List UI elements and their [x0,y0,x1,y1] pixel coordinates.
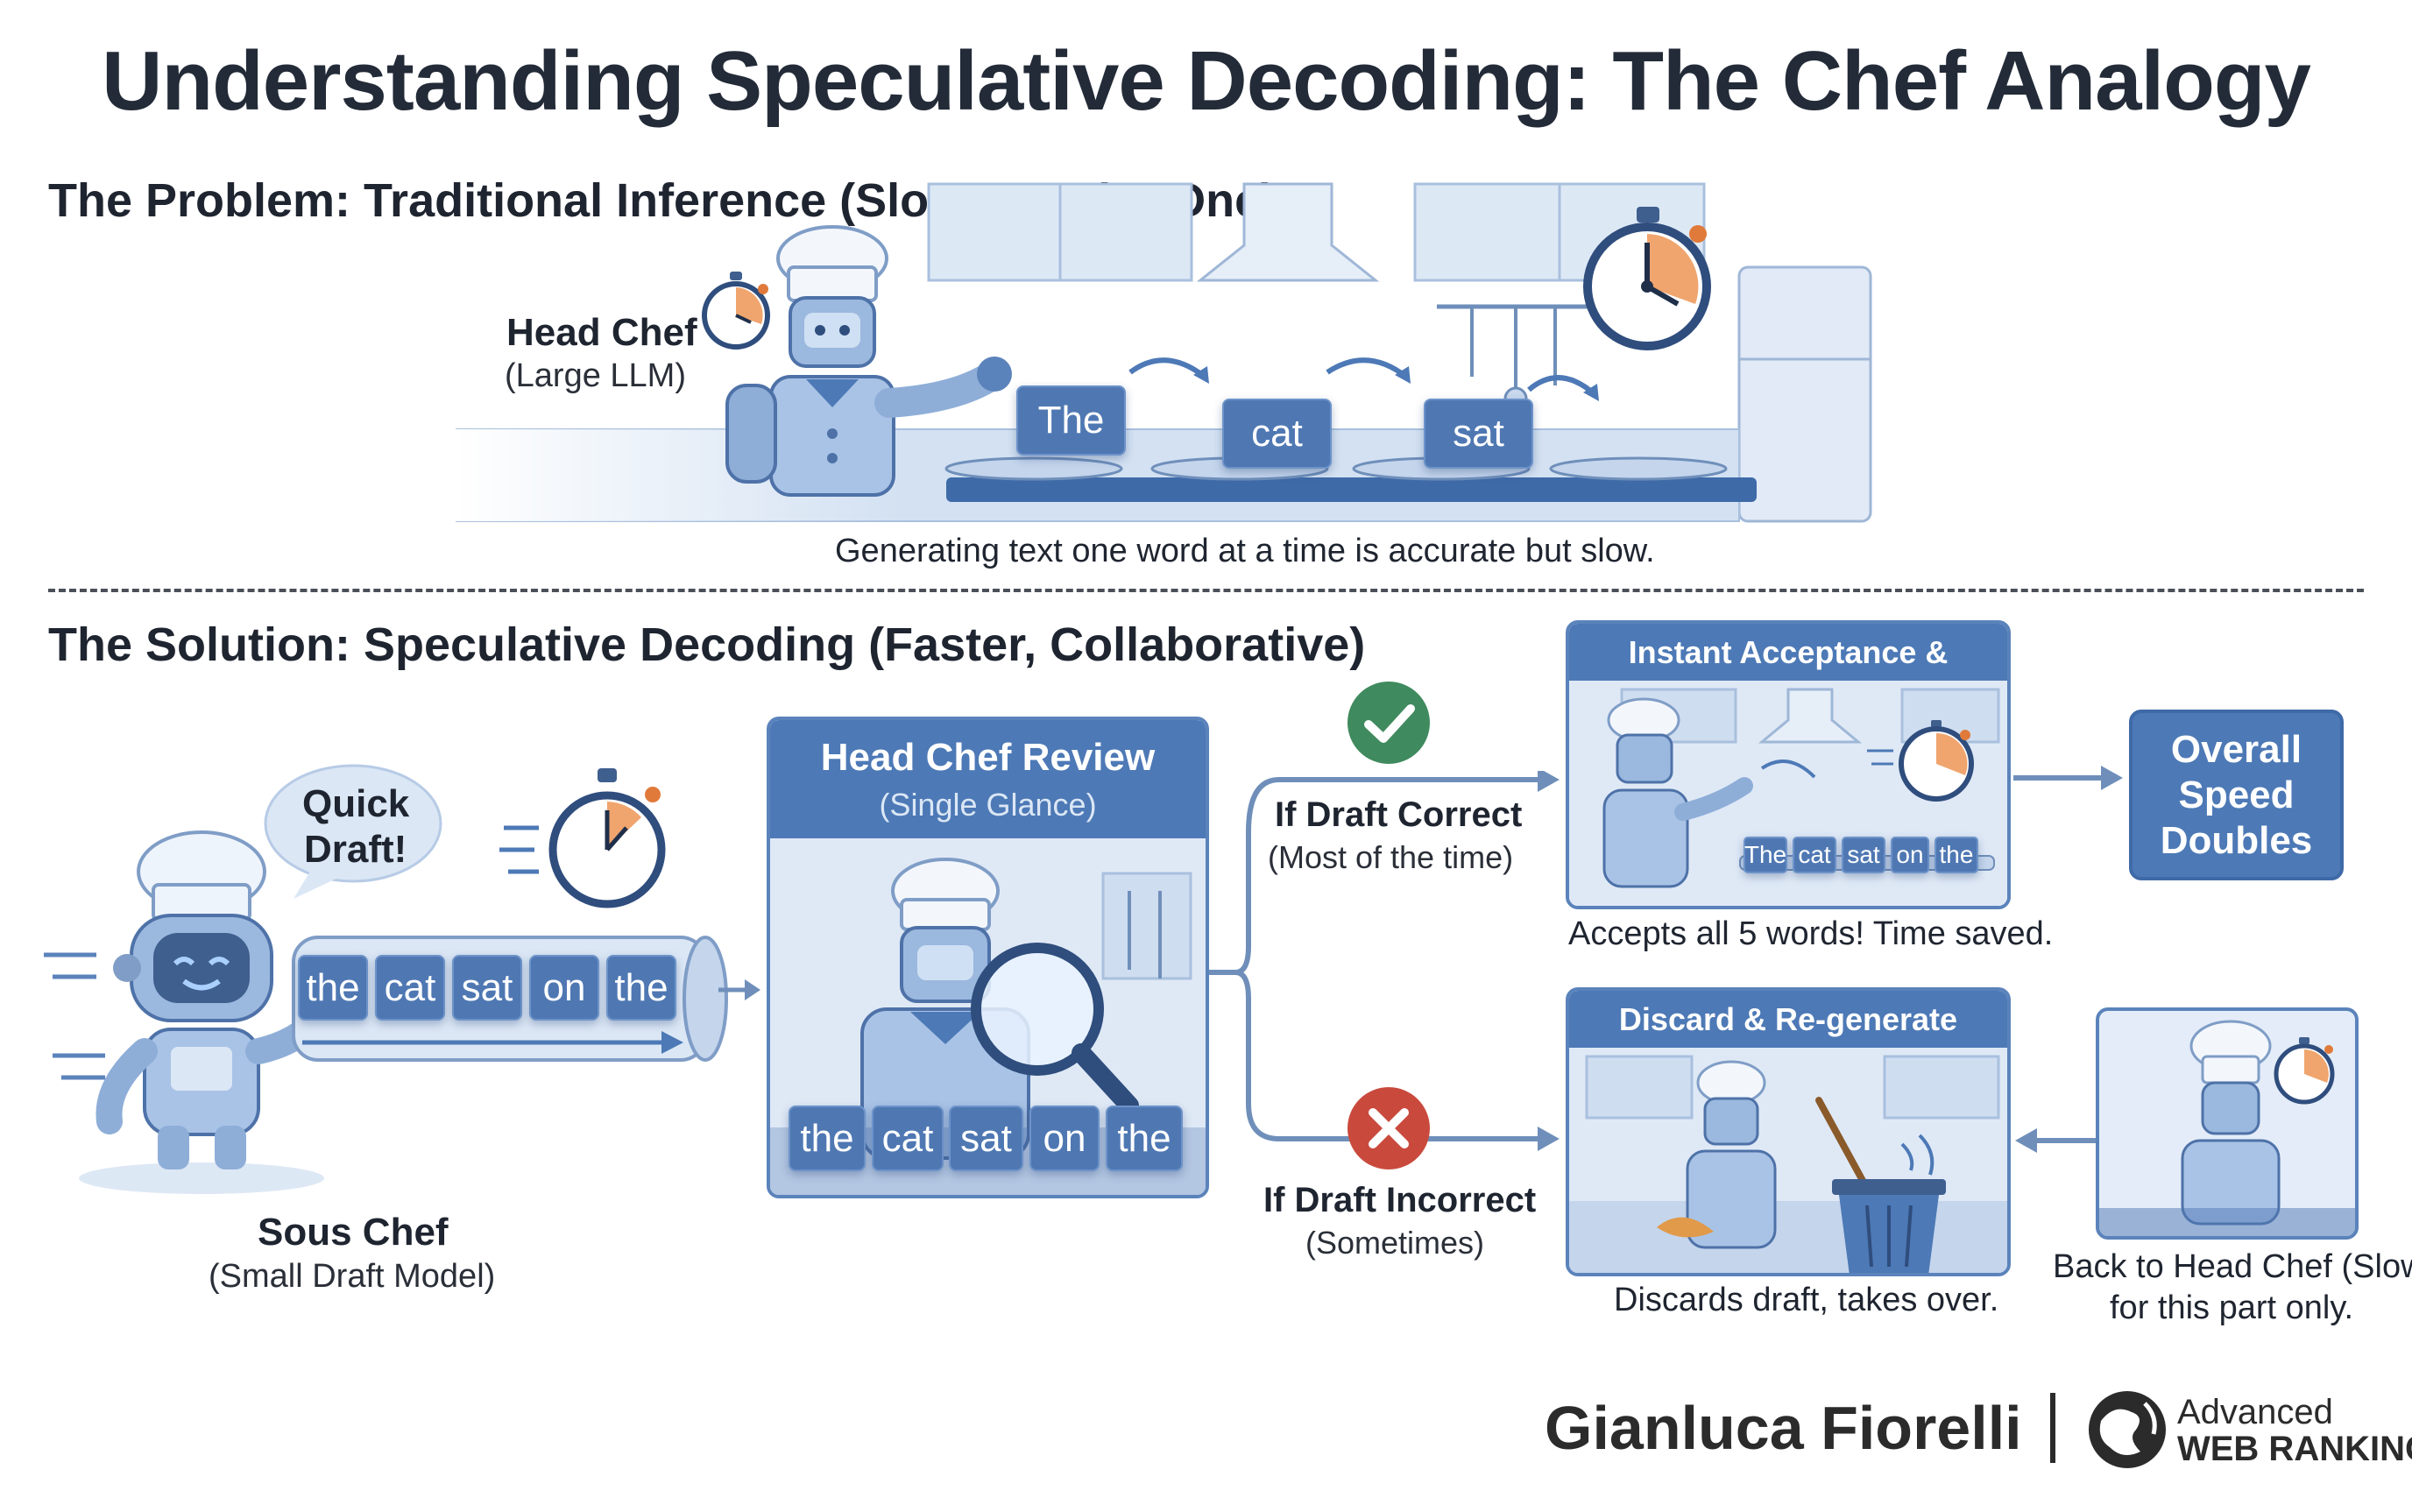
arrow-to-review [718,979,760,1000]
cross-icon [1347,1087,1430,1169]
speech-bubble [264,764,442,899]
correct-sublabel: (Most of the time) [1268,839,1514,875]
check-icon [1347,682,1430,764]
incorrect-sublabel: (Sometimes) [1305,1225,1485,1261]
sous-chef-label: Sous Chef [258,1211,449,1254]
problem-caption: Generating text one word at a time is ac… [835,533,1655,569]
review-title: Head Chef Review [820,736,1156,779]
discard-caption: Discards draft, takes over. [1614,1282,1999,1318]
draft-token-1: the [298,955,368,1021]
accept-token-1: The [1744,837,1787,873]
overall-line3: Doubles [2160,818,2313,862]
review-token-1: the [789,1106,866,1171]
bubble-line2: Draft! [304,828,407,871]
accept-token-3: sat [1842,837,1885,873]
globe-logo-icon [2089,1391,2166,1468]
brand-line2: WEB RANKING [2177,1430,2412,1468]
head-chef-label: Head Chef [506,311,697,354]
arrow-to-overall [2013,766,2123,790]
overall-speed-box: Overall Speed Doubles [2129,710,2344,880]
review-subtitle: (Single Glance) [879,787,1097,823]
author-name: Gianluca Fiorelli [1545,1394,2022,1462]
solution-heading: The Solution: Speculative Decoding (Fast… [48,618,1366,671]
incorrect-label: If Draft Incorrect [1263,1181,1537,1219]
accept-token-4: on [1891,837,1929,873]
section-divider [48,589,2364,592]
accept-token-5: the [1935,837,1978,873]
draft-token-2: cat [375,955,445,1021]
token-cat: cat [1222,399,1332,469]
review-token-4: on [1029,1106,1100,1171]
token-sat: sat [1424,399,1533,469]
head-chef-sublabel: (Large LLM) [505,357,686,394]
draft-token-5: the [606,955,676,1021]
overall-line1: Overall [2170,727,2302,771]
discard-scene [1569,1048,2007,1273]
accept-panel: Instant Acceptance & Speedup [1566,620,2011,909]
overall-line2: Speed [2178,773,2295,816]
token-the: The [1016,385,1126,456]
accept-token-2: cat [1793,837,1836,873]
discard-title: Discard & Re-generate [1569,991,2007,1048]
head-chef-robot [725,225,1012,497]
draft-token-4: on [529,955,599,1021]
page-title: Understanding Speculative Decoding: The … [102,34,2311,128]
accept-scene [1569,681,2007,906]
back-to-head-chef-panel [2096,1007,2359,1240]
draft-token-3: sat [452,955,522,1021]
correct-label: If Draft Correct [1275,795,1523,834]
footer-divider [2050,1393,2055,1463]
back-scene [2099,1020,2355,1236]
sous-stopwatch-icon [499,768,666,908]
review-token-2: cat [872,1106,944,1171]
sous-chef-sublabel: (Small Draft Model) [209,1258,496,1295]
accept-title: Instant Acceptance & Speedup [1569,624,2007,727]
review-token-3: sat [949,1106,1023,1171]
small-stopwatch-icon [702,272,770,350]
discard-panel: Discard & Re-generate [1566,987,2011,1276]
stopwatch-icon [1583,207,1711,350]
accept-caption: Accepts all 5 words! Time saved. [1568,915,2054,952]
review-token-5: the [1106,1106,1183,1171]
back-caption-line1: Back to Head Chef (Slow) [2053,1248,2412,1285]
brand-line1: Advanced [2177,1393,2333,1431]
arrow-back [2015,1128,2097,1153]
bubble-line1: Quick [302,782,410,825]
back-caption-line2: for this part only. [2110,1289,2354,1326]
